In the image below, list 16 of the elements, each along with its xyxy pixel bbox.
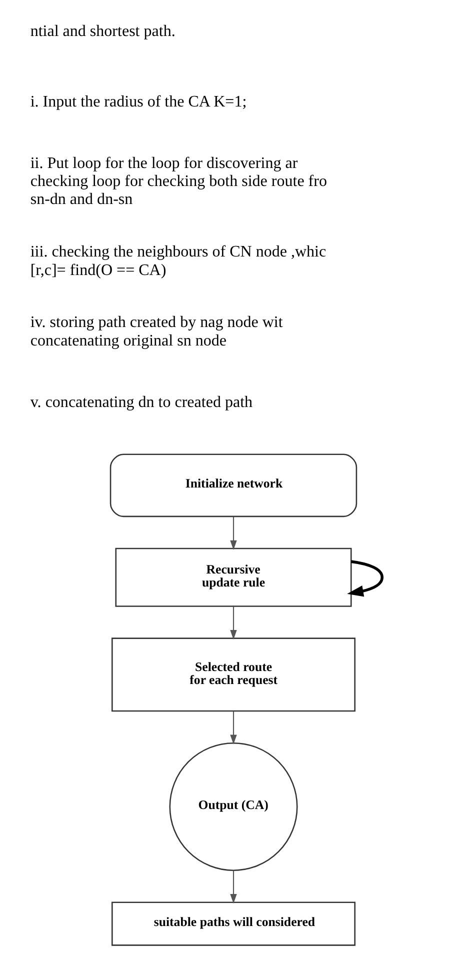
arrow xyxy=(230,606,237,640)
arrow xyxy=(230,516,237,550)
node-box: Recursive update rule xyxy=(115,548,352,607)
arrow xyxy=(347,560,384,597)
arrow xyxy=(230,711,237,744)
label: i. Input the radius of the CA K=1; xyxy=(30,93,247,110)
label: v. concatenating dn to created path xyxy=(30,394,253,411)
node-box: suitable paths will considered xyxy=(112,902,356,946)
label: ntial and shortest path. xyxy=(30,22,176,40)
arrow xyxy=(230,870,237,904)
label: ii. Put loop for the loop for discovering ar checking loop for checking both side route fro sn-dn and dn-sn xyxy=(30,154,327,208)
node-circle: Output (CA) xyxy=(169,742,298,871)
node-box: Selected route for each request xyxy=(112,638,356,712)
label: iii. checking the neighbours of CN node ,whic [r,c]= find(O == CA) xyxy=(30,244,326,279)
node-box: Initialize network xyxy=(110,454,358,518)
label: iv. storing path created by nag node wit concatenating original sn node xyxy=(30,314,283,350)
